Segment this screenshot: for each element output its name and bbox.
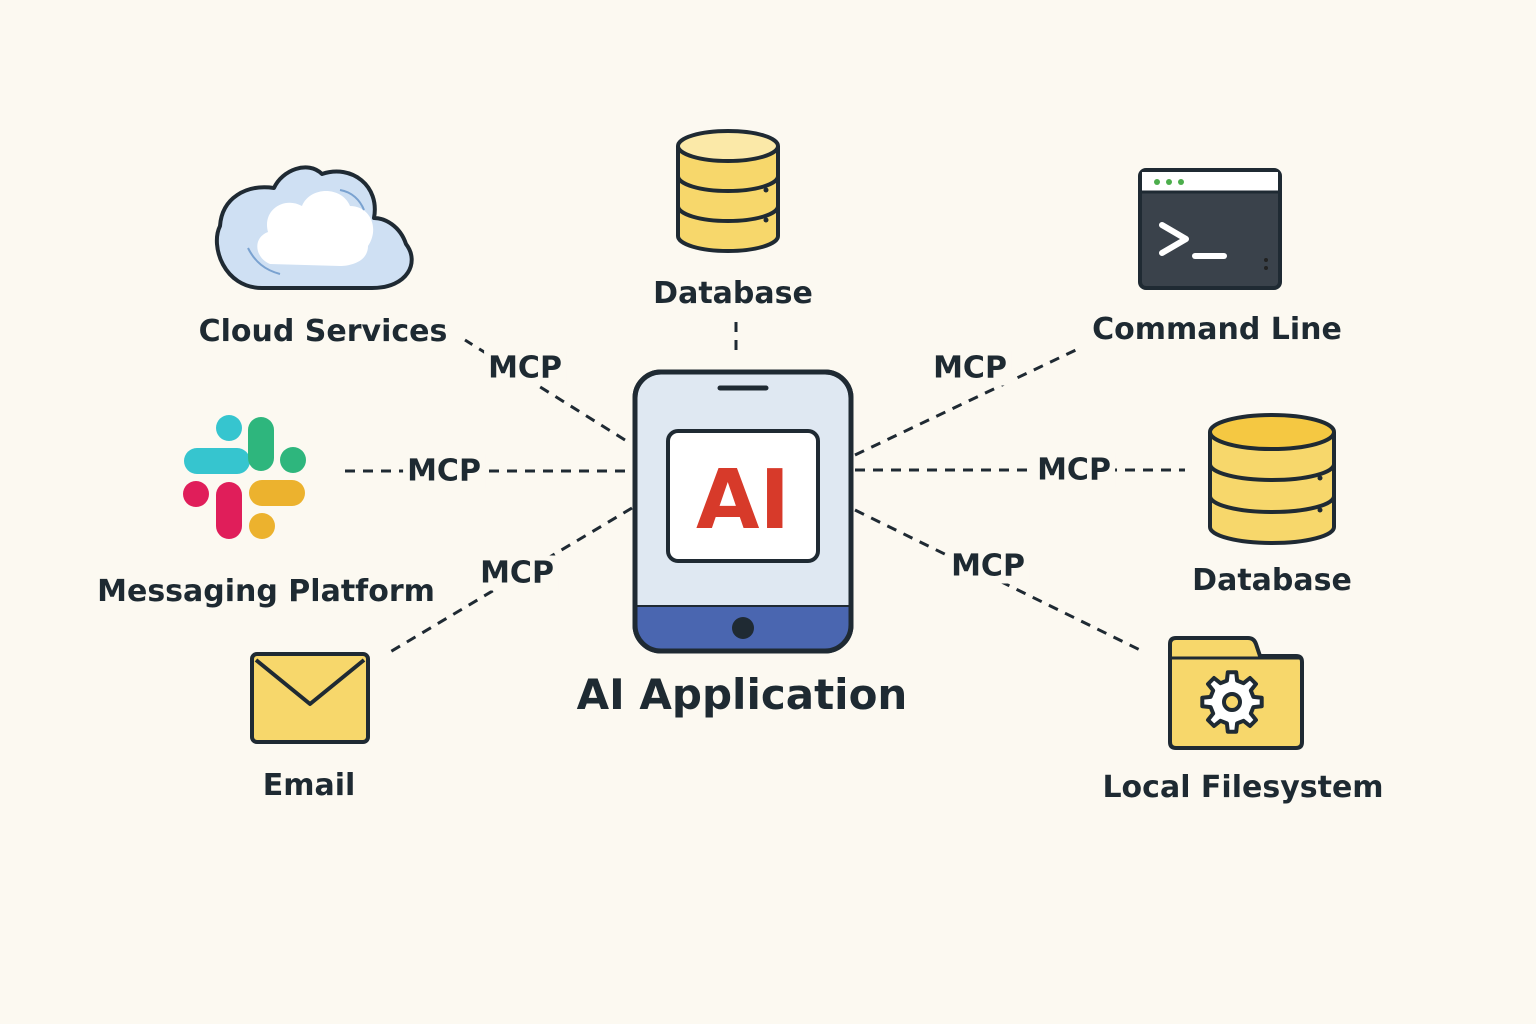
database-icon: [1208, 413, 1336, 545]
envelope-icon: [250, 652, 370, 744]
edge-label-cloud: MCP: [484, 350, 566, 386]
edge-label-database-right: MCP: [1033, 452, 1115, 488]
edge-label-command-line: MCP: [929, 350, 1011, 386]
database-icon: [676, 129, 780, 253]
edge-label-email: MCP: [476, 555, 558, 591]
terminal-icon: [1138, 168, 1282, 290]
node-label-messaging: Messaging Platform: [97, 574, 435, 609]
slack-icon: [183, 415, 306, 539]
node-label-cloud: Cloud Services: [198, 314, 448, 349]
edge-label-messaging: MCP: [403, 453, 485, 489]
node-label-database-right: Database: [1192, 563, 1352, 598]
edge-command-line: [854, 346, 1081, 457]
edge-label-filesystem: MCP: [947, 548, 1029, 584]
hub-label: AI Application: [576, 670, 908, 719]
edge-email: [384, 506, 633, 657]
folder-gear-icon: [1168, 636, 1304, 750]
ai-badge-text: AI: [696, 453, 790, 548]
connectors: [344, 322, 1185, 657]
node-label-filesystem: Local Filesystem: [1102, 770, 1384, 805]
node-label-database-top: Database: [653, 276, 813, 311]
node-label-command-line: Command Line: [1092, 312, 1342, 347]
ai-application-device: AI: [632, 369, 854, 654]
cloud-icon: [214, 165, 414, 290]
edge-cloud: [464, 338, 626, 442]
node-label-email: Email: [262, 768, 356, 803]
